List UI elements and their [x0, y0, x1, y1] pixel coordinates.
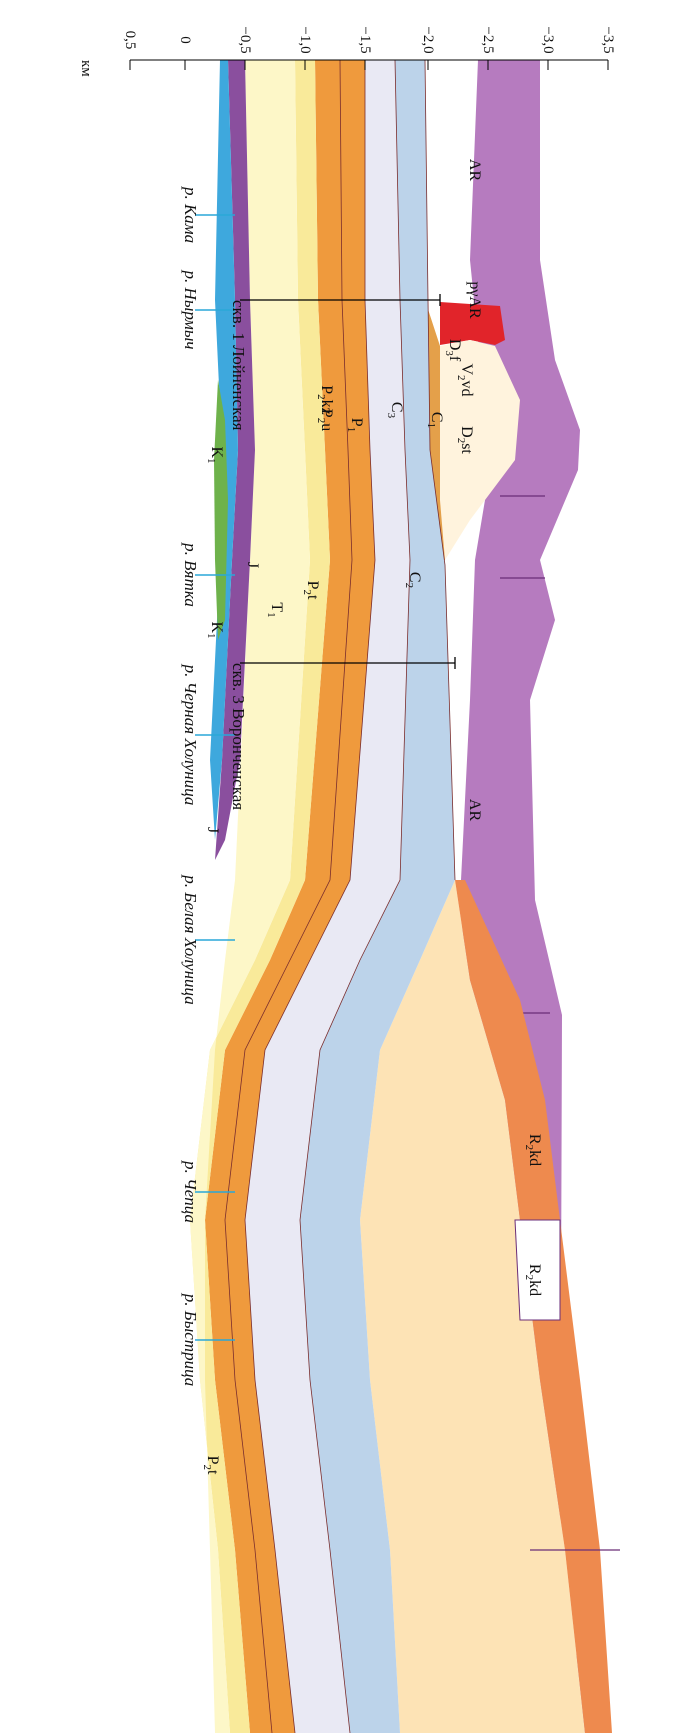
unit-label: AR	[466, 159, 483, 182]
scale-tick-label: −2,5	[480, 26, 496, 53]
scale-tick-label: 0	[177, 36, 193, 44]
unit-label: AR	[466, 799, 483, 822]
scale-tick-label: −1,0	[297, 26, 313, 53]
scale-tick-label: −3,0	[540, 26, 556, 53]
unit-label: J	[244, 562, 261, 568]
scale-tick-label: 0,5	[122, 31, 138, 50]
well-label-3: скв. 3 Воронченская	[229, 663, 248, 810]
scale-tick-label: −1,5	[357, 26, 373, 53]
river-label: р. Черная Холуница	[181, 664, 200, 806]
unit-label: J	[204, 827, 221, 833]
river-label: р. Кама	[181, 186, 200, 243]
river-label: р. Нырмыч	[181, 270, 200, 350]
well-label-1: скв. 1 Лойненская	[229, 300, 248, 431]
scale-tick-label: −2,0	[420, 26, 436, 53]
river-label: р. Белая Холуница	[181, 874, 200, 1004]
river-label: р. Вятка	[181, 542, 200, 607]
river-label: р. Быстрица	[181, 1293, 200, 1387]
river-label: р. Чепца	[181, 1160, 200, 1223]
depth-unit-label: км	[78, 60, 94, 77]
scale-tick-label: −3,5	[600, 26, 616, 53]
unit-label: pγAR	[466, 281, 483, 319]
scale-tick-label: −0,5	[237, 26, 253, 53]
